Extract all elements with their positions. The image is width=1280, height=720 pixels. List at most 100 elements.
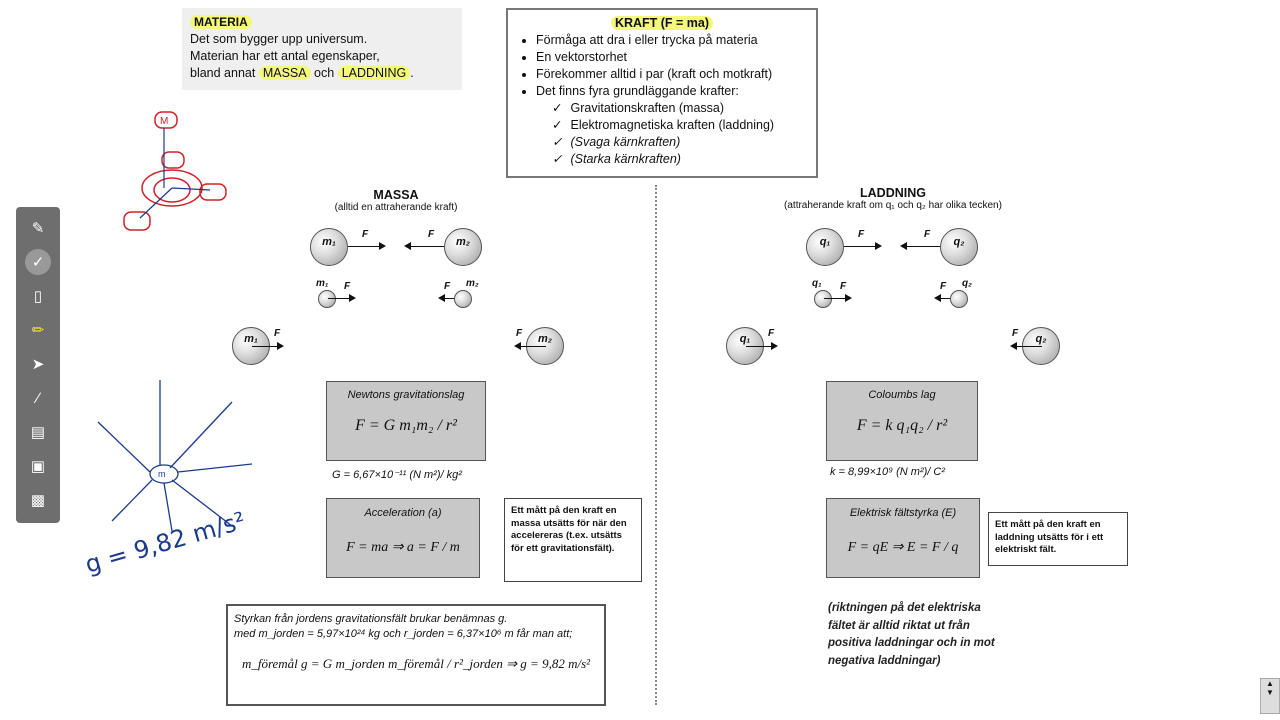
materia-title: MATERIA xyxy=(190,14,454,31)
laddning-title: LADDNING xyxy=(860,186,926,200)
force-arrow xyxy=(1010,342,1042,350)
keyboard-icon[interactable]: ▤ xyxy=(30,424,46,441)
force-arrow xyxy=(746,342,778,350)
efield-direction-line: fältet är alltid riktat ut från xyxy=(828,619,970,632)
charge-ball: q₂ xyxy=(940,228,978,266)
charge-ball-small xyxy=(950,290,968,308)
charge-label: q₂ xyxy=(953,236,965,248)
newton-law-box: Newtons gravitationslag F = G m₁m₂ / r² xyxy=(326,381,486,461)
force-arrow xyxy=(348,242,386,250)
efield-note: Ett mått på den kraft en laddning utsätt… xyxy=(988,512,1128,566)
force-label: F xyxy=(858,229,865,240)
mass-ball: m₁ xyxy=(310,228,348,266)
force-label: F xyxy=(924,229,931,240)
materia-line-2: Materian har ett antal egenskaper, xyxy=(190,49,380,63)
acceleration-note: Ett mått på den kraft en massa utsätts f… xyxy=(504,498,642,582)
handwritten-field-sketch: m xyxy=(97,380,253,532)
massa-title: MASSA xyxy=(373,188,419,202)
kraft-bullet: Förekommer alltid i par (kraft och motkr… xyxy=(536,66,816,83)
force-arrow xyxy=(844,242,882,250)
force-label: F xyxy=(768,328,775,339)
handwritten-M: M xyxy=(160,116,168,127)
force-label: F xyxy=(516,328,523,339)
force-arrow xyxy=(934,294,960,302)
kraft-list: Förmåga att dra i eller trycka på materi… xyxy=(508,32,816,100)
massa-subtitle: (alltid en attraherande kraft) xyxy=(334,202,458,213)
kraft-bullet: Förmåga att dra i eller trycka på materi… xyxy=(536,32,816,49)
scrollbar[interactable]: ▲▼ xyxy=(1260,678,1280,714)
handwritten-mass-sketch: M xyxy=(123,111,227,231)
kraft-box: KRAFT (F = ma) Förmåga att dra i eller t… xyxy=(506,8,818,178)
efield-direction-note: (riktningen på det elektriska fältet är … xyxy=(828,600,1048,670)
force-label: F xyxy=(362,229,369,240)
select-pen-icon[interactable]: ✎ xyxy=(31,220,45,237)
pen-icon[interactable]: ✓ xyxy=(25,249,51,275)
kraft-title: KRAFT (F = ma) xyxy=(508,16,816,30)
charge-ball-small xyxy=(814,290,832,308)
materia-box: MATERIA Det som bygger upp universum. Ma… xyxy=(182,8,462,90)
materia-line-3-pre: bland annat xyxy=(190,66,259,80)
force-label: F xyxy=(444,281,451,292)
materia-line-3: bland annat MASSA och LADDNING. xyxy=(190,65,454,82)
force-arrow xyxy=(438,294,464,302)
earth-formula: m_föremål g = G m_jorden m_föremål / r²_… xyxy=(241,656,591,671)
efield-title: Elektrisk fältstyrka (E) xyxy=(849,507,957,519)
kraft-title-text: KRAFT (F = ma) xyxy=(610,16,714,30)
charge-label: q₂ xyxy=(1035,333,1047,345)
newton-formula: F = G m₁m₂ / r² xyxy=(355,417,457,434)
kraft-sub-item: Gravitationskraften (massa) xyxy=(552,100,816,117)
mass-ball: m₂ xyxy=(526,327,564,365)
desktop-icon[interactable]: ▩ xyxy=(30,492,46,509)
acceleration-formula: F = ma ⇒ a = F / m xyxy=(346,540,460,555)
mass-ball-small xyxy=(454,290,472,308)
highlighter-icon[interactable]: ✏ xyxy=(31,322,45,339)
charge-label: q₁ xyxy=(819,236,831,248)
materia-och: och xyxy=(310,66,338,80)
kraft-sub-item: (Starka kärnkraften) xyxy=(552,151,816,168)
laser-pen-icon[interactable]: ∕ xyxy=(36,389,40,407)
force-label: F xyxy=(840,281,847,292)
charge-label: q₁ xyxy=(739,333,751,345)
materia-title-text: MATERIA xyxy=(190,15,252,29)
efield-direction-line: (riktningen på det elektriska xyxy=(828,602,981,614)
coulomb-formula: F = k q₁q₂ / r² xyxy=(856,417,948,434)
coulomb-law-box: Coloumbs lag F = k q₁q₂ / r² xyxy=(826,381,978,461)
eraser-icon[interactable]: ▯ xyxy=(33,288,43,305)
force-arrow xyxy=(404,242,444,250)
newton-constant: G = 6,67×10⁻¹¹ (N m²)/ kg² xyxy=(332,469,462,481)
efield-formula: F = qE ⇒ E = F / q xyxy=(847,540,959,555)
screen-icon[interactable]: ▣ xyxy=(30,458,46,475)
charge-label: q₁ xyxy=(812,278,822,289)
newton-title: Newtons gravitationslag xyxy=(347,389,465,401)
kraft-sub-item: Elektromagnetiska kraften (laddning) xyxy=(552,117,816,134)
force-arrow xyxy=(900,242,940,250)
mass-label: m₁ xyxy=(316,278,329,289)
force-arrow xyxy=(514,342,546,350)
pen-toolbar: ✎ ✓ ▯ ✏ ➤ ∕ ▤ ▣ ▩ xyxy=(16,207,60,523)
efield-direction-line: negativa laddningar) xyxy=(828,654,941,667)
mass-label: m₁ xyxy=(322,236,336,248)
center-divider xyxy=(655,185,657,705)
earth-line-2: med m_jorden = 5,97×10²⁴ kg och r_jorden… xyxy=(234,628,573,640)
massa-header: MASSA (alltid en attraherande kraft) xyxy=(300,188,492,213)
kraft-bullet: Det finns fyra grundläggande krafter: xyxy=(536,83,816,100)
force-arrow xyxy=(824,294,852,302)
kraft-bullet: En vektorstorhet xyxy=(536,49,816,66)
force-label: F xyxy=(274,328,281,339)
pointer-icon[interactable]: ➤ xyxy=(31,356,45,373)
earth-line-1: Styrkan från jordens gravitationsfält br… xyxy=(234,613,508,625)
kraft-sub-item: (Svaga kärnkraften) xyxy=(552,134,816,151)
force-label: F xyxy=(344,281,351,292)
kraft-sublist: Gravitationskraften (massa) Elektromagne… xyxy=(508,100,816,168)
acceleration-title: Acceleration (a) xyxy=(364,507,442,519)
charge-label: q₂ xyxy=(962,278,972,289)
coulomb-title: Coloumbs lag xyxy=(868,389,936,401)
force-label: F xyxy=(1012,328,1019,339)
mass-ball-small xyxy=(318,290,336,308)
mass-label: m₂ xyxy=(466,278,479,289)
handwritten-m: m xyxy=(158,469,166,479)
laddning-header: LADDNING (attraherande kraft om q₁ och q… xyxy=(760,186,1026,211)
earth-gravity-box: Styrkan från jordens gravitationsfält br… xyxy=(226,604,606,706)
force-arrow xyxy=(252,342,284,350)
mass-ball: m₂ xyxy=(444,228,482,266)
